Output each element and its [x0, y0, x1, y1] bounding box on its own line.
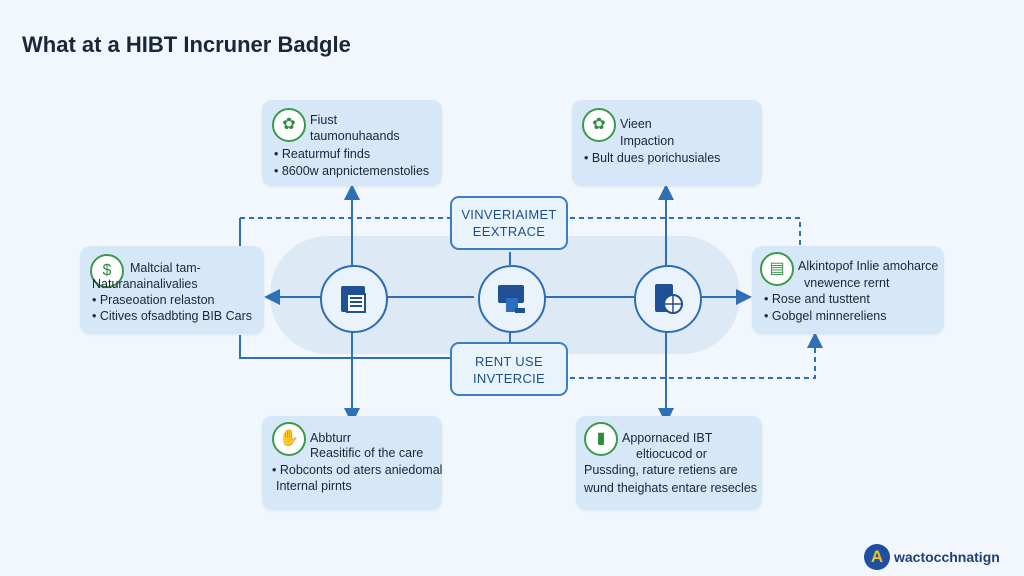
- screen-icon: ▤: [760, 252, 794, 286]
- computer-hub-icon: [478, 265, 546, 333]
- box-bottom-right: ▮ Appornaced IBT eltiocucod or Pussding,…: [576, 416, 762, 510]
- box-left: $ Maltcial tam- Naturanainalivalies • Pr…: [80, 246, 264, 334]
- center-bottom-label: RENT USE INVTERCIE: [450, 342, 568, 396]
- battery-icon: ▮: [584, 422, 618, 456]
- leaf-icon: ✿: [582, 108, 616, 142]
- brand-logo-icon: A: [864, 544, 890, 570]
- center-top-label: VINVERIAIMET EEXTRACE: [450, 196, 568, 250]
- brand-logo: A wactocchnatign: [864, 542, 1000, 572]
- dollar-leaf-icon: $: [90, 254, 124, 288]
- leaf-icon: ✿: [272, 108, 306, 142]
- page-title: What at a HIBT Incruner Badgle: [22, 32, 351, 57]
- globe-hub-icon: [634, 265, 702, 333]
- brand-name: wactocchnatign: [894, 549, 1000, 565]
- box-top-left: ✿ Fiust taumonuhaands • Reaturmuf finds …: [262, 100, 442, 186]
- box-top-right: ✿ Vieen Impaction • Bult dues porichusia…: [572, 100, 762, 186]
- server-hub-icon: [320, 265, 388, 333]
- box-bottom-left: ✋ Abbturr Reasitific of the care • Robco…: [262, 416, 442, 510]
- box-right: ▤ Alkintopof Inlie amoharce vnewence rer…: [752, 246, 944, 334]
- hands-icon: ✋: [272, 422, 306, 456]
